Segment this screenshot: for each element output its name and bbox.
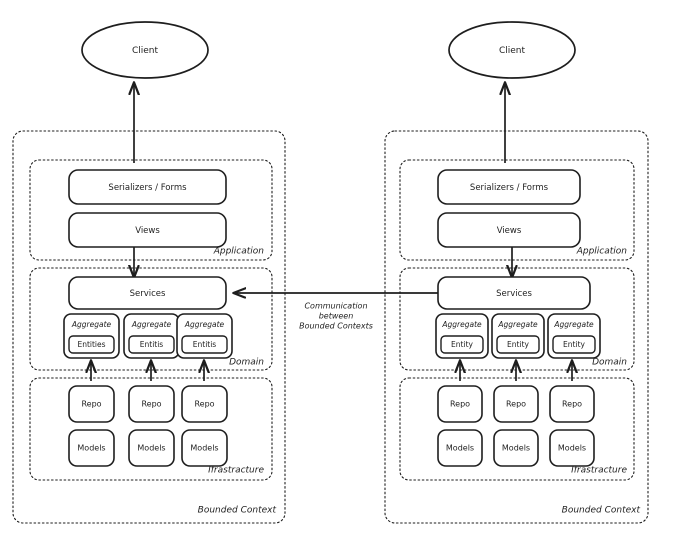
entity-box-right-3[interactable] [552,335,596,354]
infrastructure-layer-left[interactable]: Ifrastracture Repo Repo Repo Models Mode… [29,377,273,481]
aggregate-title-left-3: Aggregate [184,320,225,329]
repo-box-right-3[interactable] [549,385,595,423]
application-outline-left [29,159,273,261]
repo-label-left-1: Repo [81,400,101,409]
aggregate-title-left-1: Aggregate [71,320,112,329]
models-label-right-1: Models [446,444,474,453]
aggregate-node-right-1[interactable]: Aggregate Entity [435,313,489,359]
aggregate-node-right-2[interactable]: Aggregate Entity [491,313,545,359]
domain-label-right: Domain [592,358,627,368]
aggregate-node-left-1[interactable]: Aggregate Entities [63,313,120,359]
aggregate-title-right-1: Aggregate [441,320,482,329]
aggregate-title-right-3: Aggregate [553,320,594,329]
serializers-forms-label-left: Serializers / Forms [108,183,187,193]
models-label-left-3: Models [190,444,218,453]
repo-box-left-1[interactable] [68,385,115,423]
services-label-right: Services [496,289,532,299]
entity-label-left-3: Entitis [193,340,217,349]
aggregate-node-left-3[interactable]: Aggregate Entitis [176,313,233,359]
infrastructure-label-left: Ifrastracture [208,466,264,476]
aggregate-title-left-2: Aggregate [131,320,172,329]
bounded-context-outline-right [384,130,649,524]
application-label-left: Application [213,247,265,257]
entity-label-right-1: Entity [451,340,473,349]
domain-label-left: Domain [229,358,264,368]
models-box-right-2[interactable] [493,429,539,467]
views-box-right[interactable] [437,212,581,248]
entity-box-right-1[interactable] [440,335,484,354]
client-node-left[interactable]: Client [81,21,209,79]
views-label-right: Views [497,226,522,236]
views-label-left: Views [135,226,160,236]
repo-label-left-2: Repo [141,400,161,409]
entity-box-left-1[interactable] [68,335,115,354]
models-label-right-3: Models [558,444,586,453]
views-box-left[interactable] [68,212,227,248]
repo-label-left-3: Repo [194,400,214,409]
domain-outline-right [399,267,635,371]
models-label-left-1: Models [77,444,105,453]
client-ellipse-left [81,21,209,79]
communication-label-line2: between [319,312,354,321]
services-box-left[interactable] [68,276,227,310]
entity-label-right-2: Entity [507,340,529,349]
bounded-context-left[interactable]: Client Bounded Context Application Seria… [12,21,286,524]
aggregate-node-right-3[interactable]: Aggregate Entity [547,313,601,359]
models-box-left-1[interactable] [68,429,115,467]
infrastructure-outline-right [399,377,635,481]
communication-label-line3: Bounded Contexts [299,322,373,331]
entity-box-left-2[interactable] [128,335,175,354]
entity-box-left-3[interactable] [181,335,228,354]
models-box-right-1[interactable] [437,429,483,467]
domain-layer-left[interactable]: Domain Services Aggregate Entities Aggre… [29,267,273,371]
infrastructure-layer-right[interactable]: Ifrastracture Repo Repo Repo Models Mode… [399,377,635,481]
application-layer-left[interactable]: Application Serializers / Forms Views [29,159,273,261]
bounded-context-label-right: Bounded Context [562,506,641,516]
models-box-left-3[interactable] [181,429,228,467]
communication-label-line1: Communication [304,302,367,311]
entity-box-right-2[interactable] [496,335,540,354]
models-label-left-2: Models [137,444,165,453]
services-label-left: Services [130,289,166,299]
application-label-right: Application [576,247,628,257]
application-layer-right[interactable]: Application Serializers / Forms Views [399,159,635,261]
repo-label-right-3: Repo [562,400,582,409]
serializers-forms-box-left[interactable] [68,169,227,205]
repo-box-left-2[interactable] [128,385,175,423]
client-label-right: Client [499,46,526,56]
infrastructure-label-right: Ifrastracture [571,466,627,476]
serializers-forms-box-right[interactable] [437,169,581,205]
domain-layer-right[interactable]: Domain Services Aggregate Entity Aggrega… [399,267,635,371]
inter-context-communication[interactable]: Communication between Bounded Contexts [234,293,438,331]
client-node-right[interactable]: Client [448,21,576,79]
bounded-context-outline-left [12,130,286,524]
services-box-right[interactable] [437,276,591,310]
client-label-left: Client [132,46,159,56]
repo-box-right-2[interactable] [493,385,539,423]
models-label-right-2: Models [502,444,530,453]
entity-label-left-2: Entitis [140,340,164,349]
repo-label-right-1: Repo [450,400,470,409]
aggregate-node-left-2[interactable]: Aggregate Entitis [123,313,180,359]
repo-box-right-1[interactable] [437,385,483,423]
models-box-right-3[interactable] [549,429,595,467]
serializers-forms-label-right: Serializers / Forms [470,183,549,193]
models-box-left-2[interactable] [128,429,175,467]
bounded-context-right[interactable]: Client Bounded Context Application Seria… [384,21,649,524]
entity-label-right-3: Entity [563,340,585,349]
client-ellipse-right [448,21,576,79]
repo-box-left-3[interactable] [181,385,228,423]
repo-label-right-2: Repo [506,400,526,409]
bounded-context-label-left: Bounded Context [198,506,277,516]
entity-label-left-1: Entities [77,340,105,349]
application-outline-right [399,159,635,261]
aggregate-title-right-2: Aggregate [497,320,538,329]
